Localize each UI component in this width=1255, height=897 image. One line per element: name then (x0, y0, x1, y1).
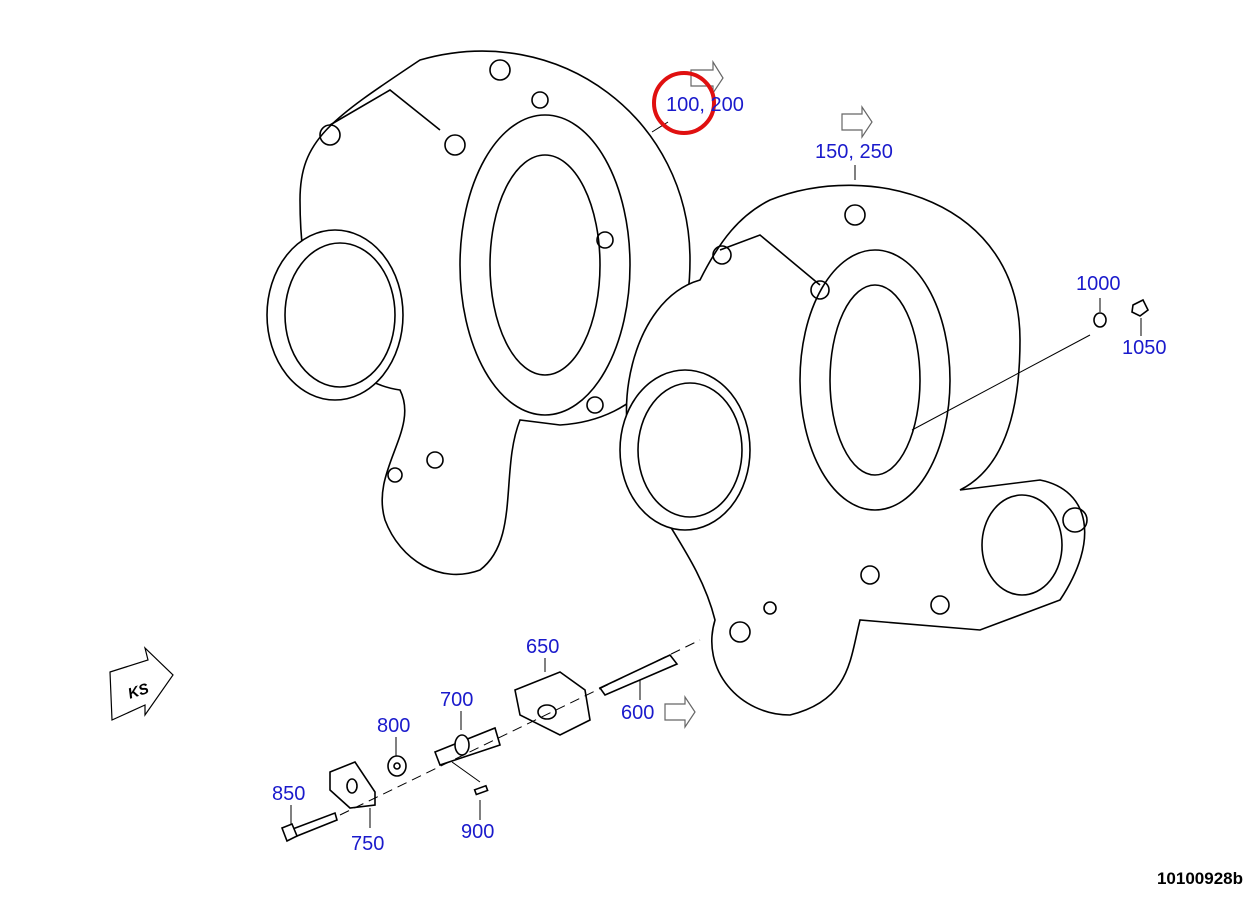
callout-750[interactable]: 750 (351, 833, 385, 855)
turbocharger-left (266, 50, 691, 576)
callout-900[interactable]: 900 (461, 821, 495, 843)
callout-700[interactable]: 700 (440, 689, 474, 711)
reference-arrows (664, 59, 873, 729)
callout-600[interactable]: 600 (621, 702, 655, 724)
svg-text:KS: KS (126, 680, 151, 703)
callout-1050[interactable]: 1050 (1122, 337, 1167, 359)
callout-800[interactable]: 800 (377, 715, 411, 737)
drawing-number: 10100928b (1156, 869, 1243, 888)
callout-1000[interactable]: 1000 (1076, 273, 1121, 295)
callout-100-200[interactable]: 100, 200 (666, 94, 744, 116)
callout-650[interactable]: 650 (526, 636, 560, 658)
leader-lines (290, 121, 1142, 828)
callout-150-250[interactable]: 150, 250 (815, 141, 893, 163)
small-parts (280, 298, 1150, 843)
turbocharger-right (619, 184, 1088, 716)
callout-850[interactable]: 850 (272, 783, 306, 805)
ks-direction-marker: KS (109, 646, 174, 721)
highlight-circle (652, 71, 716, 135)
